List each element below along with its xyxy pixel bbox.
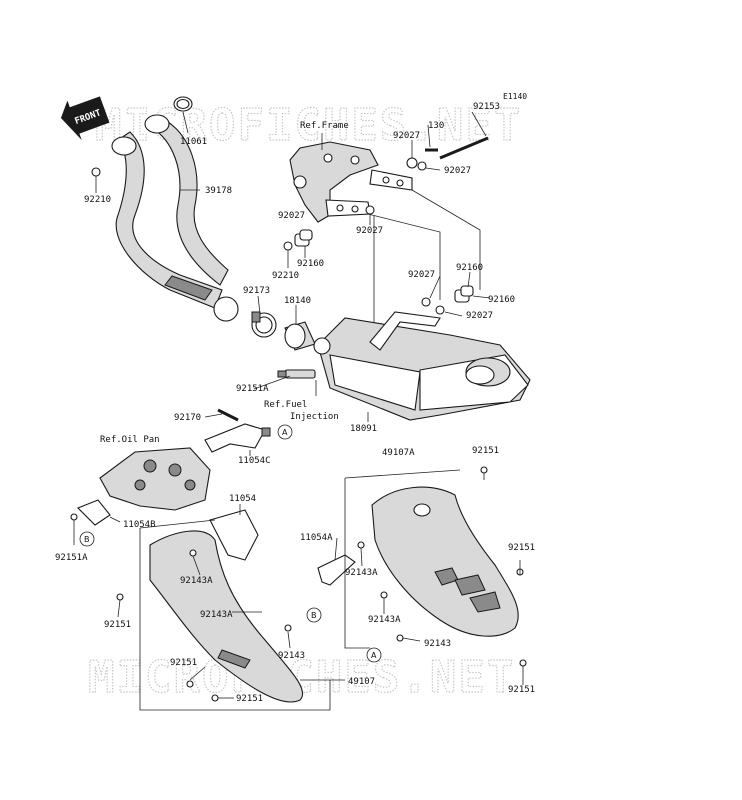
part-label-92151: 92151 [104, 620, 131, 630]
part-label-18140: 18140 [284, 296, 311, 306]
front-arrow-icon: FRONT [60, 96, 110, 141]
part-label-92027: 92027 [444, 166, 471, 176]
frame-bracket [289, 141, 413, 223]
leader-lines [73, 111, 524, 699]
nut-92210-top [91, 167, 101, 177]
part-label-92143A: 92143A [368, 615, 401, 625]
clamp-92173 [251, 311, 277, 338]
part-label-92170: 92170 [174, 413, 201, 423]
part-label-92143A: 92143A [345, 568, 378, 578]
part-label-92151: 92151 [508, 543, 535, 553]
callout-a-bottom: A [366, 647, 382, 663]
part-label-92210: 92210 [272, 271, 299, 281]
part-label-11061: 11061 [180, 137, 207, 147]
lower-cover-49107 [149, 509, 304, 703]
callout-a-top: A [277, 424, 293, 440]
upper-cover-49107A [371, 486, 519, 637]
o2-sensor [277, 369, 316, 379]
part-label-92027: 92027 [393, 131, 420, 141]
callout-b-left: B [79, 531, 95, 547]
part-label-92151A: 92151A [236, 384, 269, 394]
header-pipe [111, 114, 239, 322]
part-label-11054B: 11054B [123, 520, 156, 530]
part-label-92160: 92160 [488, 295, 515, 305]
svg-text:A: A [371, 651, 377, 660]
ref-oil-pan-label: Ref.Oil Pan [100, 435, 160, 445]
part-label-92143: 92143 [424, 639, 451, 649]
part-label-92143: 92143 [278, 651, 305, 661]
part-label-39178: 39178 [205, 186, 232, 196]
bolt-92170 [217, 408, 239, 422]
part-label-11054C: 11054C [238, 456, 271, 466]
part-label-49107A: 49107A [382, 448, 415, 458]
part-label-92160: 92160 [297, 259, 324, 269]
bracket-11054C [204, 423, 266, 453]
diagram-code: E1140 [503, 92, 527, 101]
svg-text:B: B [84, 535, 90, 544]
ref-fuel-label: Ref.Fuel [264, 400, 307, 410]
part-label-92151A: 92151A [55, 553, 88, 563]
svg-text:A: A [282, 428, 288, 437]
part-label-18091: 18091 [350, 424, 377, 434]
part-label-92173: 92173 [243, 286, 270, 296]
part-label-92151: 92151 [508, 685, 535, 695]
callout-b-mid: B [306, 607, 322, 623]
svg-text:B: B [311, 611, 317, 620]
bracket-11054A [317, 554, 356, 586]
part-label-130: 130 [428, 121, 444, 131]
part-label-11054: 11054 [229, 494, 256, 504]
part-label-92151: 92151 [472, 446, 499, 456]
part-label-92027: 92027 [278, 211, 305, 221]
bolt-92153 [439, 136, 489, 160]
washers-upper [283, 157, 474, 315]
connector-18140 [284, 321, 316, 351]
ref-injection-label: Injection [290, 412, 339, 422]
bracket-11054B [77, 499, 111, 526]
part-label-92143A: 92143A [200, 610, 233, 620]
part-label-92027: 92027 [466, 311, 493, 321]
part-label-92153: 92153 [473, 102, 500, 112]
part-label-92027: 92027 [356, 226, 383, 236]
part-label-92160: 92160 [456, 263, 483, 273]
muffler-18091 [313, 311, 531, 421]
part-label-11054A: 11054A [300, 533, 333, 543]
part-label-92143A: 92143A [180, 576, 213, 586]
part-label-92151: 92151 [236, 694, 263, 704]
part-label-92151: 92151 [170, 658, 197, 668]
part-label-92027: 92027 [408, 270, 435, 280]
ref-frame-label: Ref.Frame [300, 121, 349, 131]
part-label-49107: 49107 [348, 677, 375, 687]
oil-pan [99, 447, 211, 511]
part-label-92210: 92210 [84, 195, 111, 205]
